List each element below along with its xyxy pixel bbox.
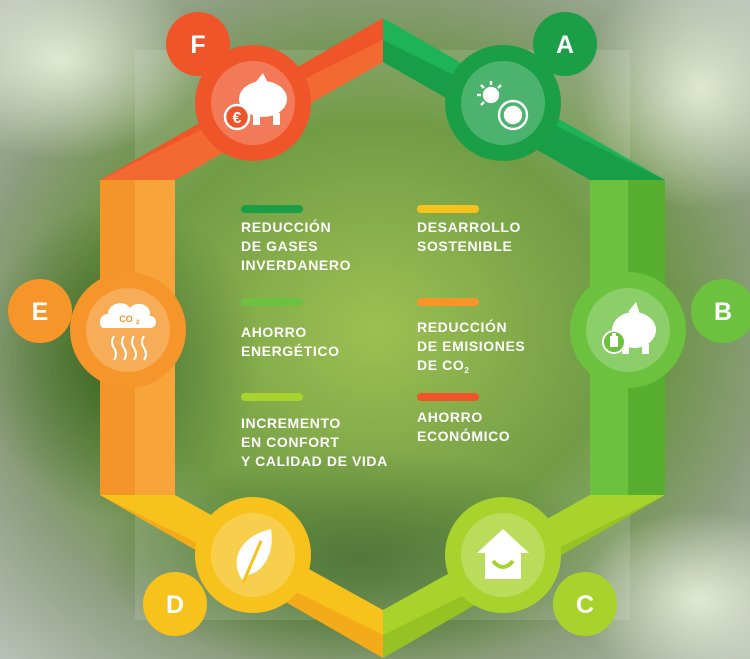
badge-e: E: [8, 279, 72, 343]
badge-d: D: [143, 572, 207, 636]
smiling-house-icon: [477, 529, 529, 579]
node-b: [570, 272, 686, 388]
node-ring: [445, 45, 561, 161]
badge-b: B: [691, 279, 750, 343]
background-blob: [580, 510, 750, 659]
legend-bar-6: [417, 393, 479, 401]
euro-symbol: €: [233, 110, 242, 127]
badge-letter: A: [556, 31, 574, 59]
leaf-icon: [236, 529, 272, 584]
badge-letter: F: [190, 31, 205, 59]
badge-letter: B: [714, 298, 732, 326]
node-e: CO 2: [70, 272, 186, 388]
node-inner: [86, 288, 170, 372]
legend-bar-3: [241, 393, 303, 401]
node-c: [445, 497, 561, 613]
background-blob: [0, 0, 200, 160]
legend-bar-5: [417, 298, 479, 306]
legend-text-6: AHORRO ECONÓMICO: [417, 409, 511, 444]
badge-a: A: [533, 12, 597, 76]
node-f: €: [195, 45, 311, 161]
legend-bar-1: [241, 205, 303, 213]
piggy-bank-battery-icon: [602, 302, 656, 354]
co2-label: CO: [119, 314, 133, 324]
co2-cloud-icon: CO 2: [99, 303, 156, 361]
legend-text-5-sub: 2: [464, 366, 470, 375]
legend-text-4: DESARROLLO SOSTENIBLE: [417, 219, 521, 254]
node-inner: [461, 61, 545, 145]
legend-text-2: AHORRO ENERGÉTICO: [241, 324, 340, 359]
legend-text-3: INCREMENTO EN CONFORT Y CALIDAD DE VIDA: [241, 415, 388, 469]
badge-letter: C: [576, 591, 594, 619]
co2-subscript: 2: [136, 320, 140, 326]
node-d: [195, 497, 311, 613]
legend-bar-2: [241, 298, 303, 306]
node-ring: [70, 272, 186, 388]
legend-text-5: REDUCCIÓN DE EMISIONES DE CO2: [417, 318, 525, 380]
piggy-bank-euro-icon: €: [223, 73, 287, 131]
legend-text-5-main: REDUCCIÓN DE EMISIONES DE CO: [417, 319, 526, 373]
legend-text-1: REDUCCIÓN DE GASES INVERDANERO: [241, 219, 352, 273]
badge-letter: E: [32, 298, 49, 326]
sun-earth-icon: [477, 81, 529, 131]
node-a: [445, 45, 561, 161]
badge-f: F: [166, 12, 230, 76]
badge-letter: D: [166, 591, 184, 619]
badge-c: C: [553, 572, 617, 636]
legend-bar-4: [417, 205, 479, 213]
